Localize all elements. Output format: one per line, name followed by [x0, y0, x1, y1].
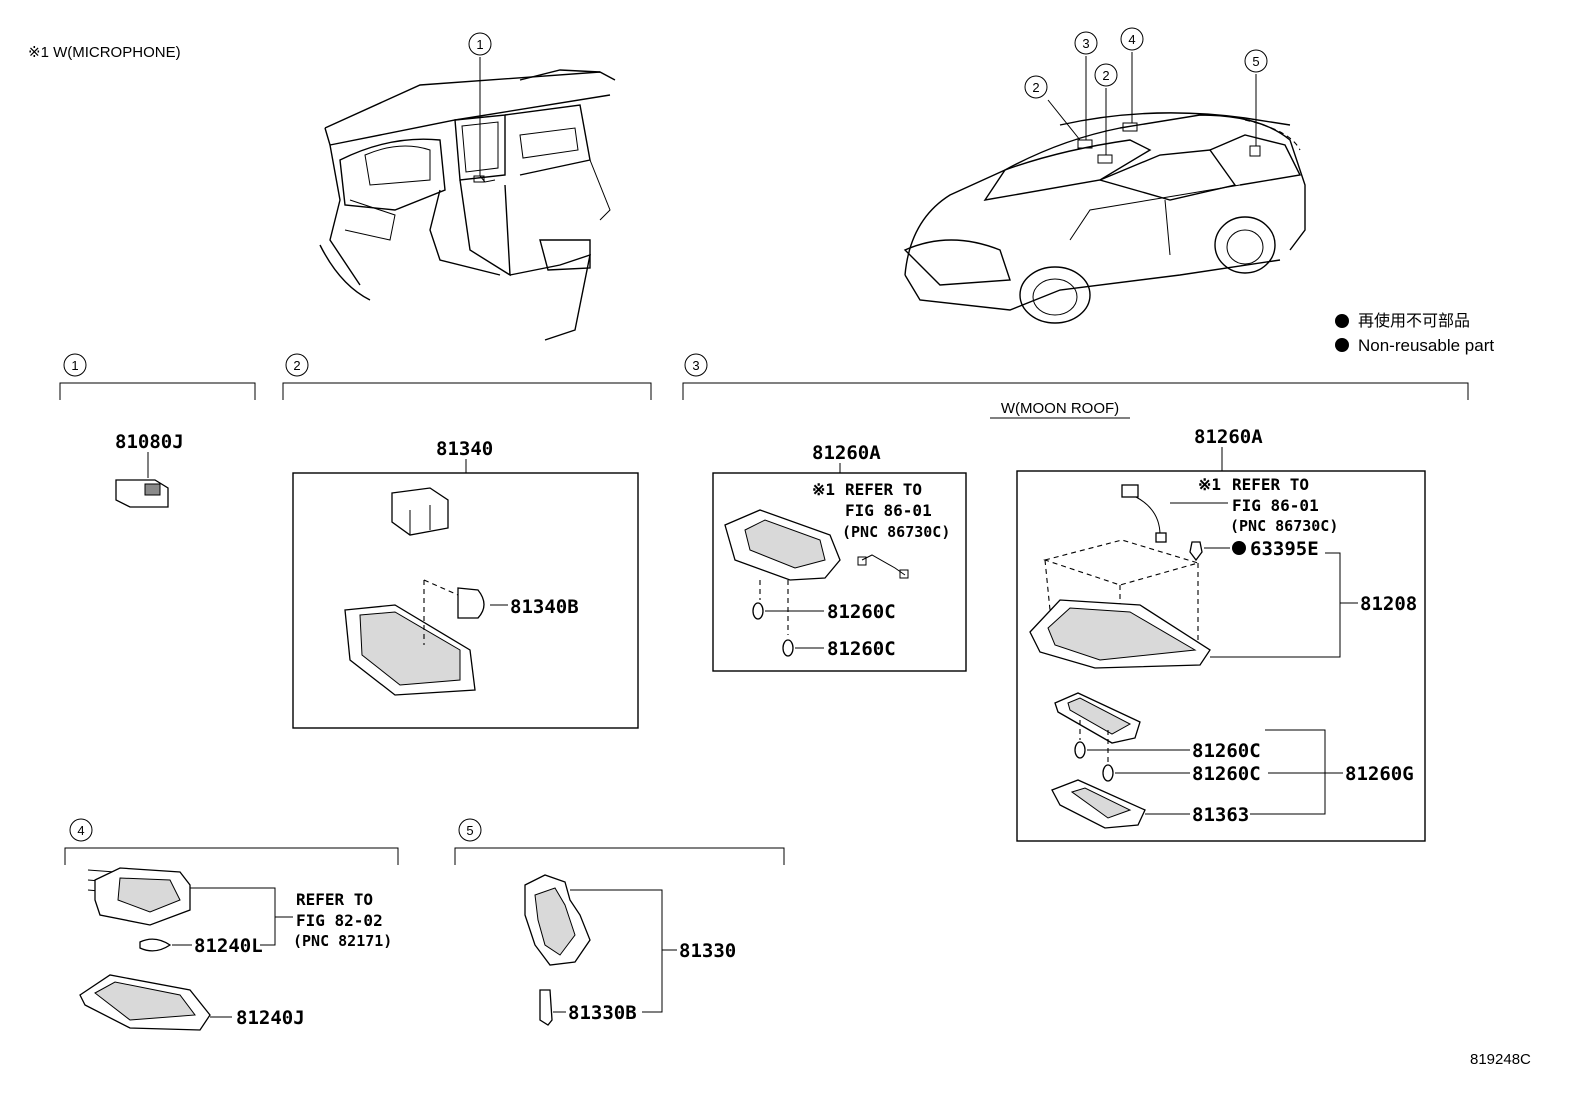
- svg-text:1: 1: [71, 358, 78, 373]
- svg-text:5: 5: [466, 823, 473, 838]
- svg-text:2: 2: [1102, 68, 1109, 83]
- part-81260A-right: 81260A: [1194, 426, 1263, 448]
- legend-en: Non-reusable part: [1358, 336, 1494, 355]
- dashboard-callout-1: 1: [468, 32, 492, 56]
- part-81260A-left: 81260A: [812, 442, 881, 464]
- moonroof-label: W(MOON ROOF): [1001, 400, 1119, 417]
- svg-text:※1: ※1: [812, 480, 835, 499]
- car-callout-2a: 2: [1024, 75, 1048, 99]
- svg-text:4: 4: [77, 823, 84, 838]
- microphone-note: ※1 W(MICROPHONE): [28, 44, 181, 61]
- svg-text:1: 1: [476, 37, 483, 52]
- legend: 再使用不可部品 Non-reusable part: [1335, 312, 1494, 355]
- car-callout-2b: 2: [1094, 63, 1118, 87]
- part-81330B: 81330B: [568, 1002, 637, 1024]
- part-81340B: 81340B: [510, 596, 579, 618]
- svg-text:FIG 86-01: FIG 86-01: [845, 501, 932, 520]
- part-81080J: 81080J: [115, 431, 184, 453]
- part-63395E: 63395E: [1250, 538, 1319, 560]
- section-2: 2 81340 81340B: [282, 353, 652, 729]
- car-callout-3: 3: [1074, 31, 1098, 55]
- part-81340: 81340: [436, 438, 493, 460]
- part-81260C-left-a: 81260C: [827, 601, 896, 623]
- part-81363: 81363: [1192, 804, 1249, 826]
- part-81260C-left-b: 81260C: [827, 638, 896, 660]
- diagram-code: 819248C: [1470, 1051, 1531, 1068]
- svg-text:3: 3: [1082, 36, 1089, 51]
- section-5: 5 81330 81330B: [454, 818, 785, 1026]
- car-illustration: [903, 52, 1306, 324]
- car-callout-4: 4: [1120, 27, 1144, 51]
- section-4: 4 81240L REFER TO FIG 82-02 (PNC 82171) …: [64, 818, 399, 1031]
- svg-text:2: 2: [1032, 80, 1039, 95]
- part-81260C-right-b: 81260C: [1192, 763, 1261, 785]
- dashboard-illustration: [319, 57, 616, 341]
- svg-text:REFER TO: REFER TO: [1232, 475, 1309, 494]
- svg-text:※1: ※1: [1198, 475, 1221, 494]
- svg-text:REFER TO: REFER TO: [296, 890, 373, 909]
- svg-text:(PNC 82171): (PNC 82171): [293, 932, 392, 950]
- car-callout-5: 5: [1244, 49, 1268, 73]
- part-81260C-right-a: 81260C: [1192, 740, 1261, 762]
- svg-text:FIG 82-02: FIG 82-02: [296, 911, 383, 930]
- svg-text:REFER TO: REFER TO: [845, 480, 922, 499]
- part-81240J: 81240J: [236, 1007, 305, 1029]
- part-81208: 81208: [1360, 593, 1417, 615]
- section-1: 1 81080J: [59, 353, 256, 508]
- part-81240L: 81240L: [194, 935, 263, 957]
- svg-text:2: 2: [293, 358, 300, 373]
- part-81260G: 81260G: [1345, 763, 1414, 785]
- svg-text:4: 4: [1128, 32, 1135, 47]
- svg-text:5: 5: [1252, 54, 1259, 69]
- svg-text:(PNC 86730C): (PNC 86730C): [842, 523, 950, 541]
- svg-text:(PNC 86730C): (PNC 86730C): [1230, 517, 1338, 535]
- svg-text:FIG 86-01: FIG 86-01: [1232, 496, 1319, 515]
- part-81330: 81330: [679, 940, 736, 962]
- legend-jp: 再使用不可部品: [1358, 312, 1470, 330]
- section-3: 3 W(MOON ROOF) 81260A ※1 REFER TO FIG 86…: [682, 353, 1469, 842]
- svg-text:3: 3: [692, 358, 699, 373]
